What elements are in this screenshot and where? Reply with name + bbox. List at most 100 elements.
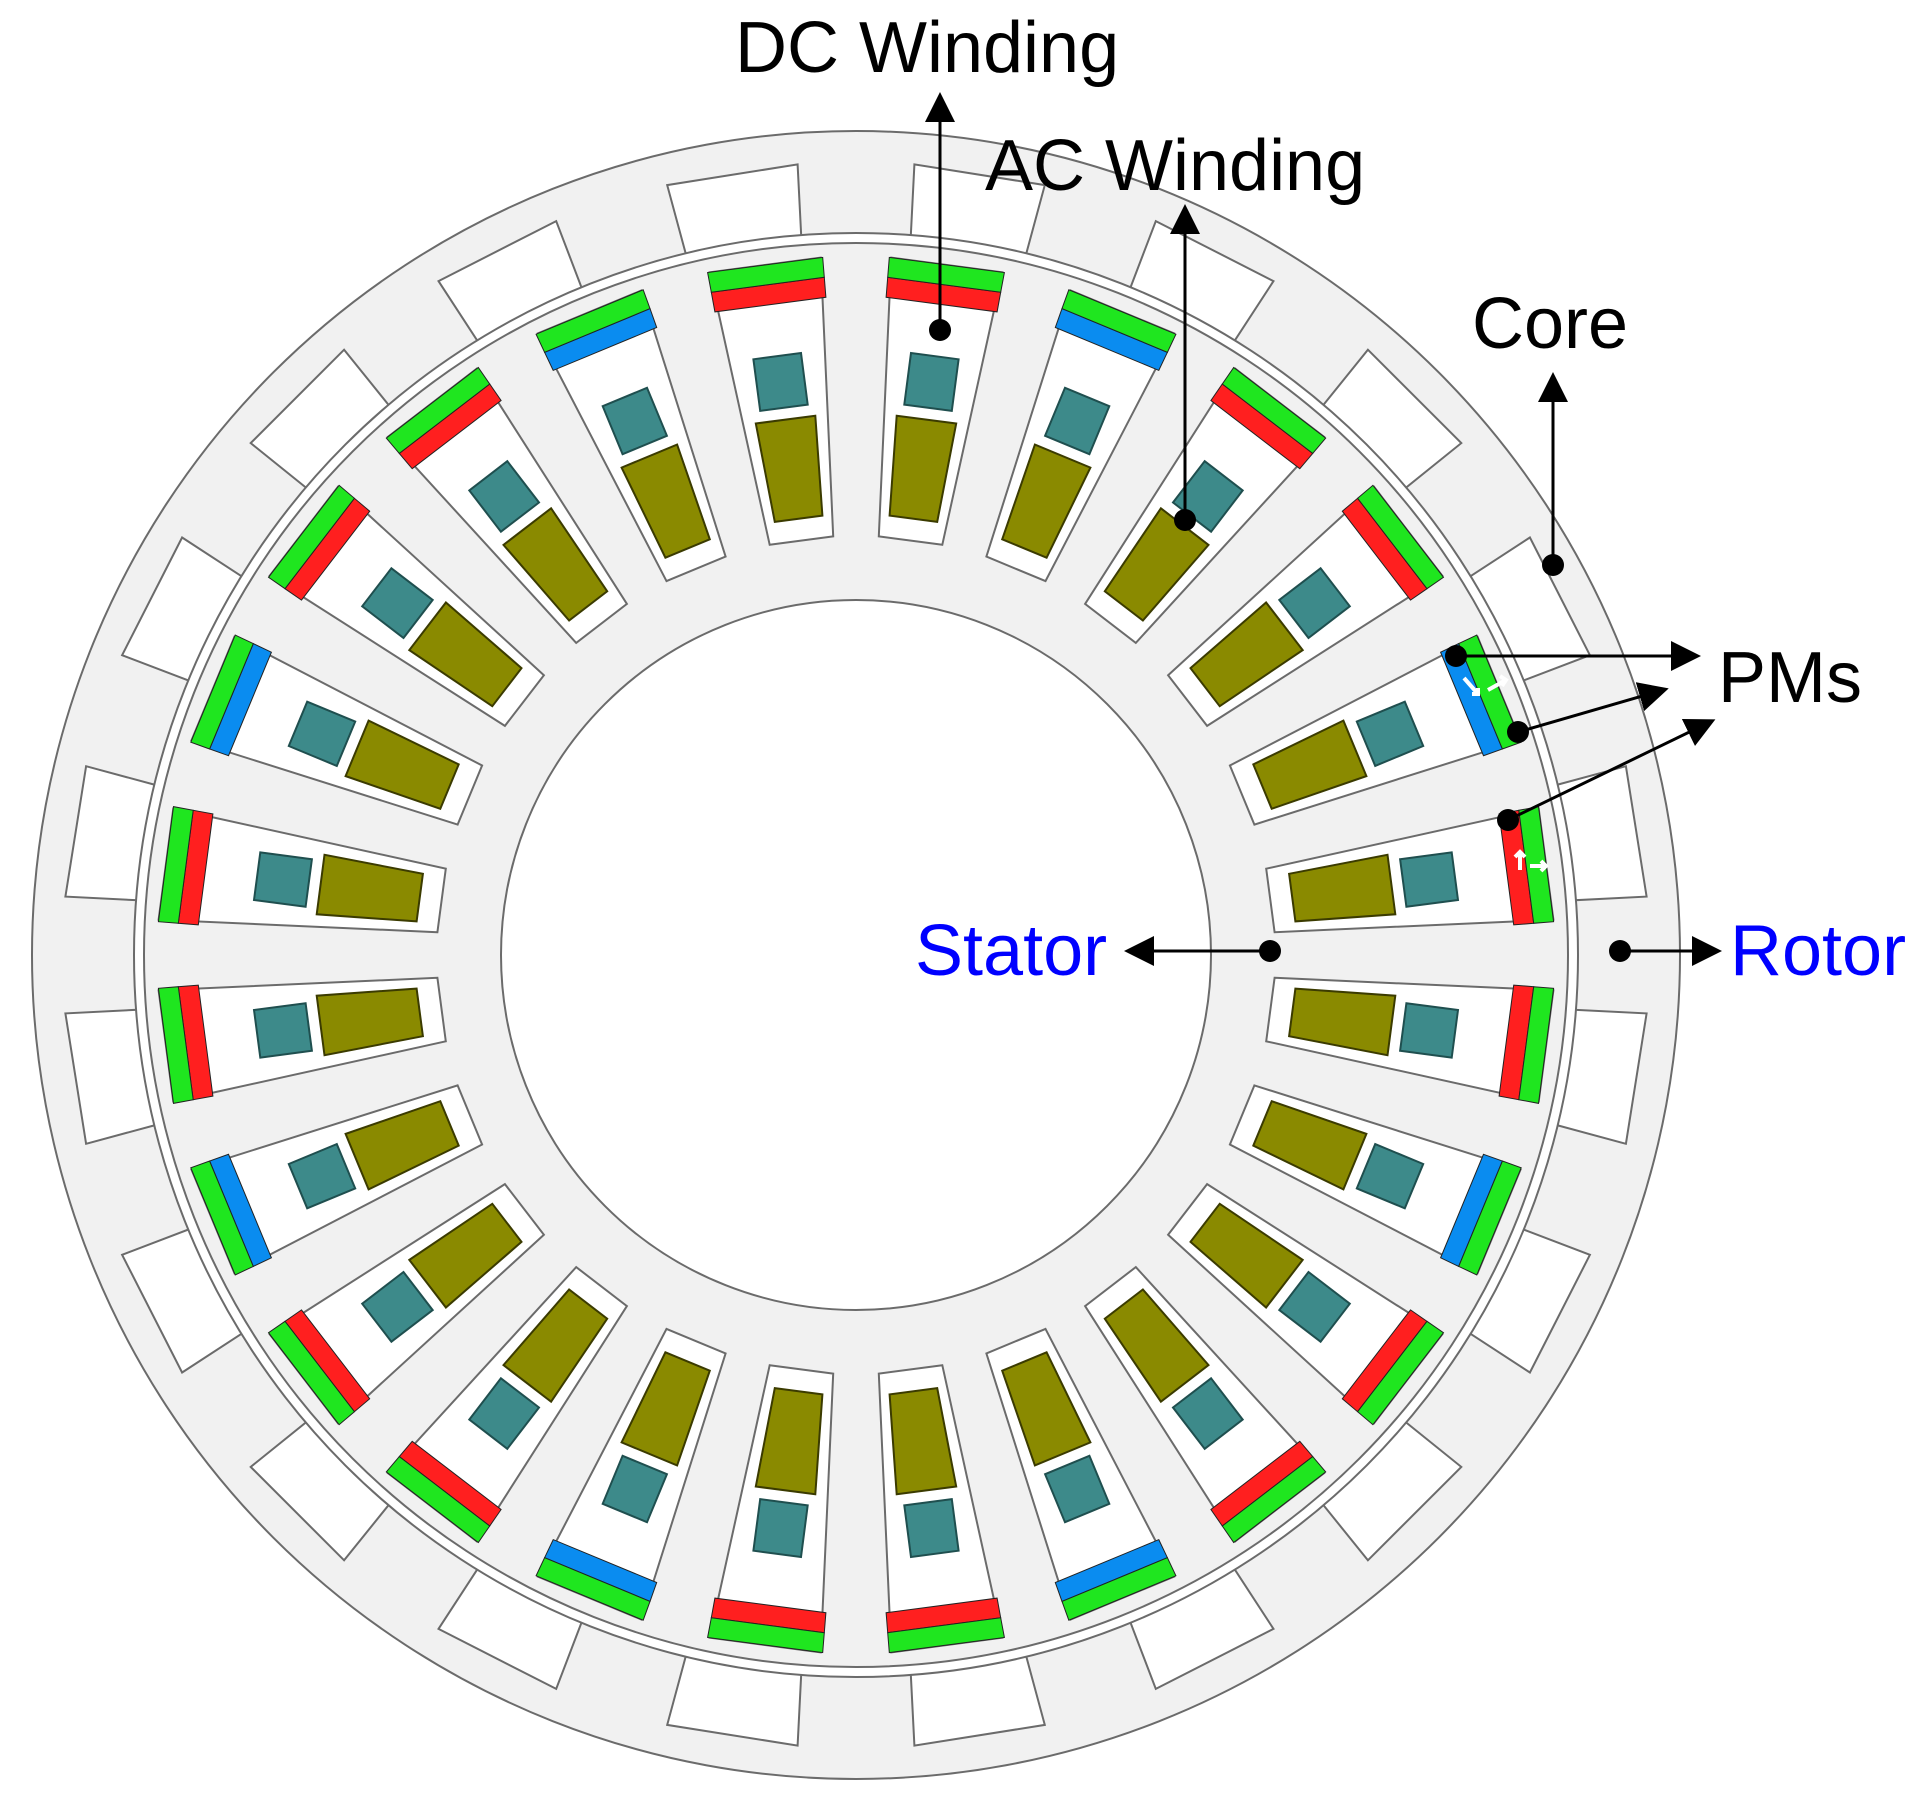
stator-slot-unit (985, 1327, 1177, 1621)
dc-coil (287, 700, 357, 768)
stator-slot-unit (985, 289, 1177, 583)
dc-coil (252, 1002, 314, 1059)
permanent-magnet-outer (707, 256, 825, 293)
pm-leader-3 (1507, 718, 1716, 822)
stator-slot-unit (535, 1327, 727, 1621)
stator-slot-unit (267, 1182, 546, 1426)
ac-coil (1252, 1099, 1368, 1191)
dc-coil (1355, 1142, 1425, 1210)
pm-dot-3 (1497, 809, 1519, 831)
pm-arrow-4 (1530, 859, 1549, 873)
permanent-magnet-outer (1518, 986, 1555, 1104)
permanent-magnet-outer (157, 986, 194, 1104)
permanent-magnet-outer (267, 1320, 356, 1426)
pm-leader-2 (1517, 682, 1669, 734)
stator-slot-unit (535, 289, 727, 583)
dc-coil (1171, 1376, 1245, 1451)
stator-slot-unit (1083, 366, 1327, 645)
ac-coil (1252, 719, 1368, 811)
ac-coil (1103, 1288, 1210, 1404)
dc-coil (1043, 1454, 1111, 1524)
permanent-magnet-outer (157, 806, 194, 924)
stator-slot-unit (157, 976, 447, 1104)
magnetization-arrows (1462, 674, 1549, 873)
pm-arrow-3 (1513, 849, 1527, 870)
ac-coil (502, 506, 609, 622)
permanent-magnet-outer (385, 366, 491, 455)
dc-coil (601, 386, 669, 456)
stator-slot-group (157, 256, 1555, 1654)
permanent-magnet-outer (190, 634, 254, 750)
dc-coil (360, 1270, 435, 1344)
ac-winding-label: AC Winding (985, 126, 1365, 206)
permanent-magnet-outer (707, 1617, 825, 1654)
permanent-magnet-outer (535, 289, 651, 353)
permanent-magnet-outer (535, 1557, 651, 1621)
ac-coil (620, 1351, 712, 1467)
dc-coil (903, 1497, 960, 1559)
ac-winding-dot (1174, 509, 1196, 531)
dc-winding-dot (929, 319, 951, 341)
dc-coil (1355, 700, 1425, 768)
permanent-magnet-outer (1061, 289, 1177, 353)
permanent-magnet-outer (190, 1160, 254, 1276)
stator-slot-unit (707, 1364, 835, 1654)
permanent-magnet-outer (385, 1455, 491, 1544)
stator-slot-unit (267, 484, 546, 728)
dc-coil (752, 351, 809, 413)
ac-coil (407, 1202, 523, 1309)
stator-slot-unit (1265, 976, 1555, 1104)
pms-label: PMs (1718, 638, 1862, 718)
stator-slot-unit (707, 256, 835, 546)
stator-slot-unit (877, 256, 1005, 546)
stator-slot-unit (385, 1265, 629, 1544)
dc-coil (467, 1376, 541, 1451)
ac-coil (315, 987, 425, 1057)
rotor-label: Rotor (1730, 911, 1906, 991)
permanent-magnet-outer (887, 1617, 1005, 1654)
dc-coil (252, 851, 314, 908)
ac-coil (502, 1288, 609, 1404)
pm-dot-2 (1507, 721, 1529, 743)
pm-dot-1 (1445, 645, 1467, 667)
dc-coil (1277, 566, 1352, 640)
leader-dots (929, 319, 1631, 962)
stator-dot (1259, 940, 1281, 962)
permanent-magnet-outer (1061, 1557, 1177, 1621)
dc-coil (1043, 386, 1111, 456)
ac-coil (754, 414, 824, 524)
ac-coil (1000, 1351, 1092, 1467)
ac-coil (1287, 853, 1397, 923)
pm-arrow-1 (1462, 676, 1480, 696)
dc-coil (601, 1454, 669, 1524)
ac-coil (344, 719, 460, 811)
stator-label: Stator (915, 911, 1107, 991)
leader-lines (925, 92, 1722, 966)
stator (143, 242, 1569, 1668)
stator-slot-unit (877, 1364, 1005, 1654)
permanent-magnet-outer (1356, 1320, 1445, 1426)
stator-slot-unit (1228, 1084, 1522, 1276)
stator-slot-unit (1166, 1182, 1445, 1426)
stator-slot-unit (1265, 806, 1555, 934)
ac-coil (344, 1099, 460, 1191)
permanent-magnet-outer (267, 484, 356, 590)
dc-coil (360, 566, 435, 640)
ac-coil (888, 1386, 958, 1496)
stator-slot-unit (190, 634, 484, 826)
dc-winding-label: DC Winding (735, 8, 1119, 88)
dc-coil (1277, 1270, 1352, 1344)
ac-coil (1287, 987, 1397, 1057)
ac-coil (1103, 506, 1210, 622)
dc-coil (752, 1497, 809, 1559)
rotor-dot (1609, 940, 1631, 962)
stator-bore-circle (500, 599, 1212, 1311)
stator-slot-unit (1228, 634, 1522, 826)
dc-coil (1398, 1002, 1460, 1059)
dc-coil (903, 351, 960, 413)
ac-coil (407, 601, 523, 708)
permanent-magnet-outer (1221, 1455, 1327, 1544)
ac-coil (1000, 443, 1092, 559)
stator-slot-unit (385, 366, 629, 645)
